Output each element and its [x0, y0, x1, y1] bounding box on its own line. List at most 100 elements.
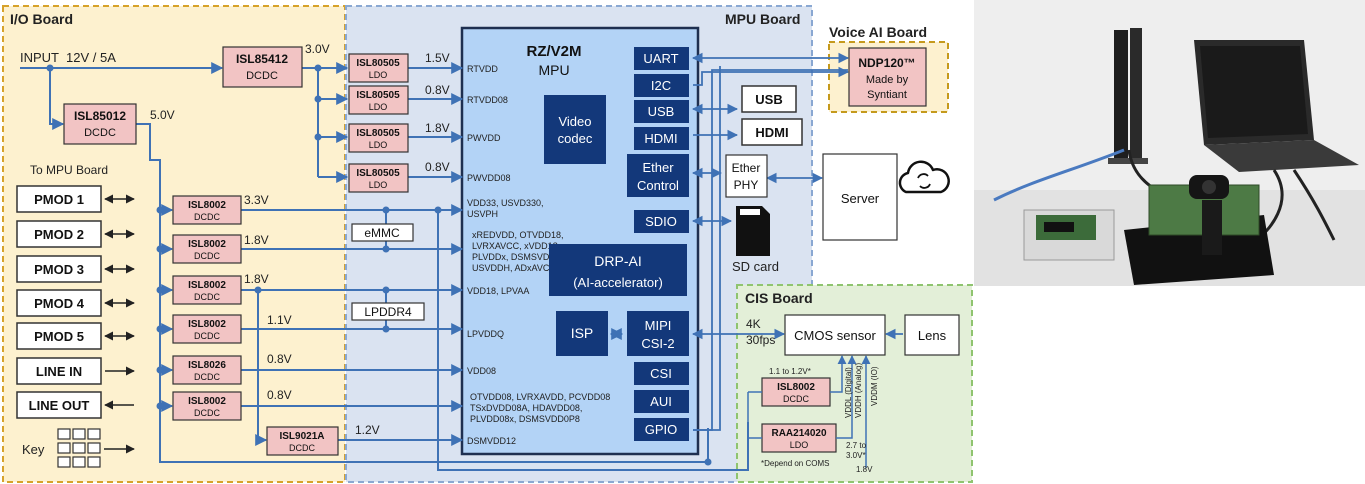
cis-note: *Depend on COMS	[761, 459, 829, 468]
ldo-1v8: ISL80505 LDO	[348, 123, 409, 153]
svg-text:NDP120™: NDP120™	[858, 56, 915, 70]
svg-text:HDMI: HDMI	[644, 131, 677, 146]
svg-text:GPIO: GPIO	[645, 422, 678, 437]
svg-text:DCDC: DCDC	[194, 372, 220, 382]
voice-board-photo-icon	[1023, 209, 1115, 261]
cmos-sensor: CMOS sensor	[784, 314, 886, 356]
svg-text:eMMC: eMMC	[364, 226, 400, 240]
svg-text:ISL80505: ISL80505	[356, 58, 400, 69]
if-uart: UART	[634, 47, 689, 70]
ldo2-out: 0.8V	[425, 83, 450, 97]
sd-card-icon	[736, 206, 770, 256]
port-line-in[interactable]: LINE IN	[16, 357, 102, 385]
port-pmod3[interactable]: PMOD 3	[16, 255, 102, 283]
stream-30fps: 30fps	[746, 333, 775, 347]
svg-text:CSI: CSI	[650, 366, 672, 381]
isp: ISP	[556, 311, 608, 356]
rail-xredvdd-3: PLVDDx, DSMSVDD18,	[472, 252, 568, 262]
vddm-label: VDDM (IO)	[870, 366, 879, 406]
svg-text:Ether: Ether	[642, 160, 674, 175]
vddm-voltage: 1.8V	[856, 465, 873, 474]
svg-text:LDO: LDO	[369, 140, 388, 150]
svg-text:DCDC: DCDC	[246, 70, 278, 82]
svg-text:ISL85012: ISL85012	[74, 109, 126, 123]
to-mpu-label: To MPU Board	[30, 163, 108, 177]
dc5-out: 0.8V	[267, 352, 292, 366]
svg-text:UART: UART	[643, 51, 678, 66]
svg-text:CMOS sensor: CMOS sensor	[794, 328, 876, 343]
svg-text:USB: USB	[755, 92, 782, 107]
svg-text:ISL8002: ISL8002	[188, 200, 226, 211]
ext-hdmi: HDMI	[741, 118, 803, 146]
vddh-label: VDDH (Analog)	[854, 363, 863, 418]
svg-text:RAA214020: RAA214020	[771, 428, 826, 439]
svg-text:Ether: Ether	[732, 161, 761, 175]
svg-text:ISL85412: ISL85412	[236, 52, 288, 66]
svg-text:HDMI: HDMI	[755, 125, 788, 140]
rail-xredvdd-2: LVRXAVCC, xVDD18,	[472, 241, 560, 251]
svg-text:LDO: LDO	[369, 102, 388, 112]
mini-pc-icon	[1108, 28, 1148, 164]
cloud-icon	[898, 160, 950, 194]
soc-title: RZ/V2M	[526, 43, 581, 60]
sd-card-label: SD card	[732, 259, 779, 274]
svg-text:codec: codec	[558, 131, 593, 146]
svg-text:ISL8002: ISL8002	[188, 239, 226, 250]
svg-text:DCDC: DCDC	[194, 408, 220, 418]
svg-text:PMOD 5: PMOD 5	[34, 329, 84, 344]
ldo-0v8-b: ISL80505 LDO	[348, 163, 409, 193]
svg-text:ISL8002: ISL8002	[188, 319, 226, 330]
rail-otvdd08-3: PLVDD08x, DSMSVDD0P8	[470, 414, 580, 424]
vddl-label: VDDL (Digital)	[844, 367, 853, 418]
svg-text:PMOD 2: PMOD 2	[34, 227, 84, 242]
port-line-out[interactable]: LINE OUT	[16, 391, 102, 419]
svg-text:PMOD 3: PMOD 3	[34, 262, 84, 277]
svg-text:SDIO: SDIO	[645, 214, 677, 229]
port-pmod5[interactable]: PMOD 5	[16, 322, 102, 350]
input-label: INPUT	[20, 50, 59, 65]
vddl-voltage: 1.1 to 1.2V*	[769, 367, 811, 376]
if-csi: CSI	[634, 362, 689, 385]
video-codec: Video codec	[544, 95, 606, 164]
port-pmod4[interactable]: PMOD 4	[16, 289, 102, 317]
rail-vdd08: VDD08	[467, 366, 496, 376]
lpddr4: LPDDR4	[351, 302, 425, 321]
stream-4k: 4K	[746, 317, 761, 331]
svg-text:Video: Video	[558, 114, 591, 129]
ldo-0v8-a: ISL80505 LDO	[348, 85, 409, 115]
svg-text:DCDC: DCDC	[783, 394, 809, 404]
port-pmod2[interactable]: PMOD 2	[16, 220, 102, 248]
svg-text:LDO: LDO	[790, 440, 809, 450]
lens: Lens	[904, 314, 960, 356]
svg-text:DCDC: DCDC	[289, 443, 315, 453]
port-list: PMOD 1 PMOD 2 PMOD 3 PMOD 4 PMOD 5 LINE …	[16, 185, 102, 419]
ldo4-out: 0.8V	[425, 160, 450, 174]
svg-text:LDO: LDO	[369, 180, 388, 190]
svg-text:PMOD 1: PMOD 1	[34, 192, 84, 207]
cis-board-title: CIS Board	[745, 290, 813, 306]
svg-text:USB: USB	[648, 104, 675, 119]
svg-text:Server: Server	[841, 191, 880, 206]
if-hdmi: HDMI	[634, 127, 689, 150]
rail-3v0: 3.0V	[305, 42, 330, 56]
ldo1-out: 1.5V	[425, 51, 450, 65]
svg-text:LPDDR4: LPDDR4	[364, 305, 412, 319]
svg-text:ISL9021A: ISL9021A	[279, 431, 324, 442]
input-spec: 12V / 5A	[66, 50, 116, 65]
vddh-voltage-1: 2.7 to	[846, 441, 867, 450]
svg-text:MIPI: MIPI	[645, 318, 672, 333]
rail-pwvdd08: PWVDD08	[467, 173, 511, 183]
regulator-isl85412: ISL85412 DCDC	[222, 46, 303, 88]
server: Server	[822, 153, 898, 241]
port-pmod1[interactable]: PMOD 1	[16, 185, 102, 213]
svg-text:CSI-2: CSI-2	[641, 336, 674, 351]
rail-vdd18: VDD18, LPVAA	[467, 286, 529, 296]
setup-photo-illustration	[974, 0, 1365, 286]
evaluation-board-photo-icon	[1124, 175, 1274, 285]
svg-text:ISL8002: ISL8002	[188, 396, 226, 407]
svg-text:I2C: I2C	[651, 78, 671, 93]
